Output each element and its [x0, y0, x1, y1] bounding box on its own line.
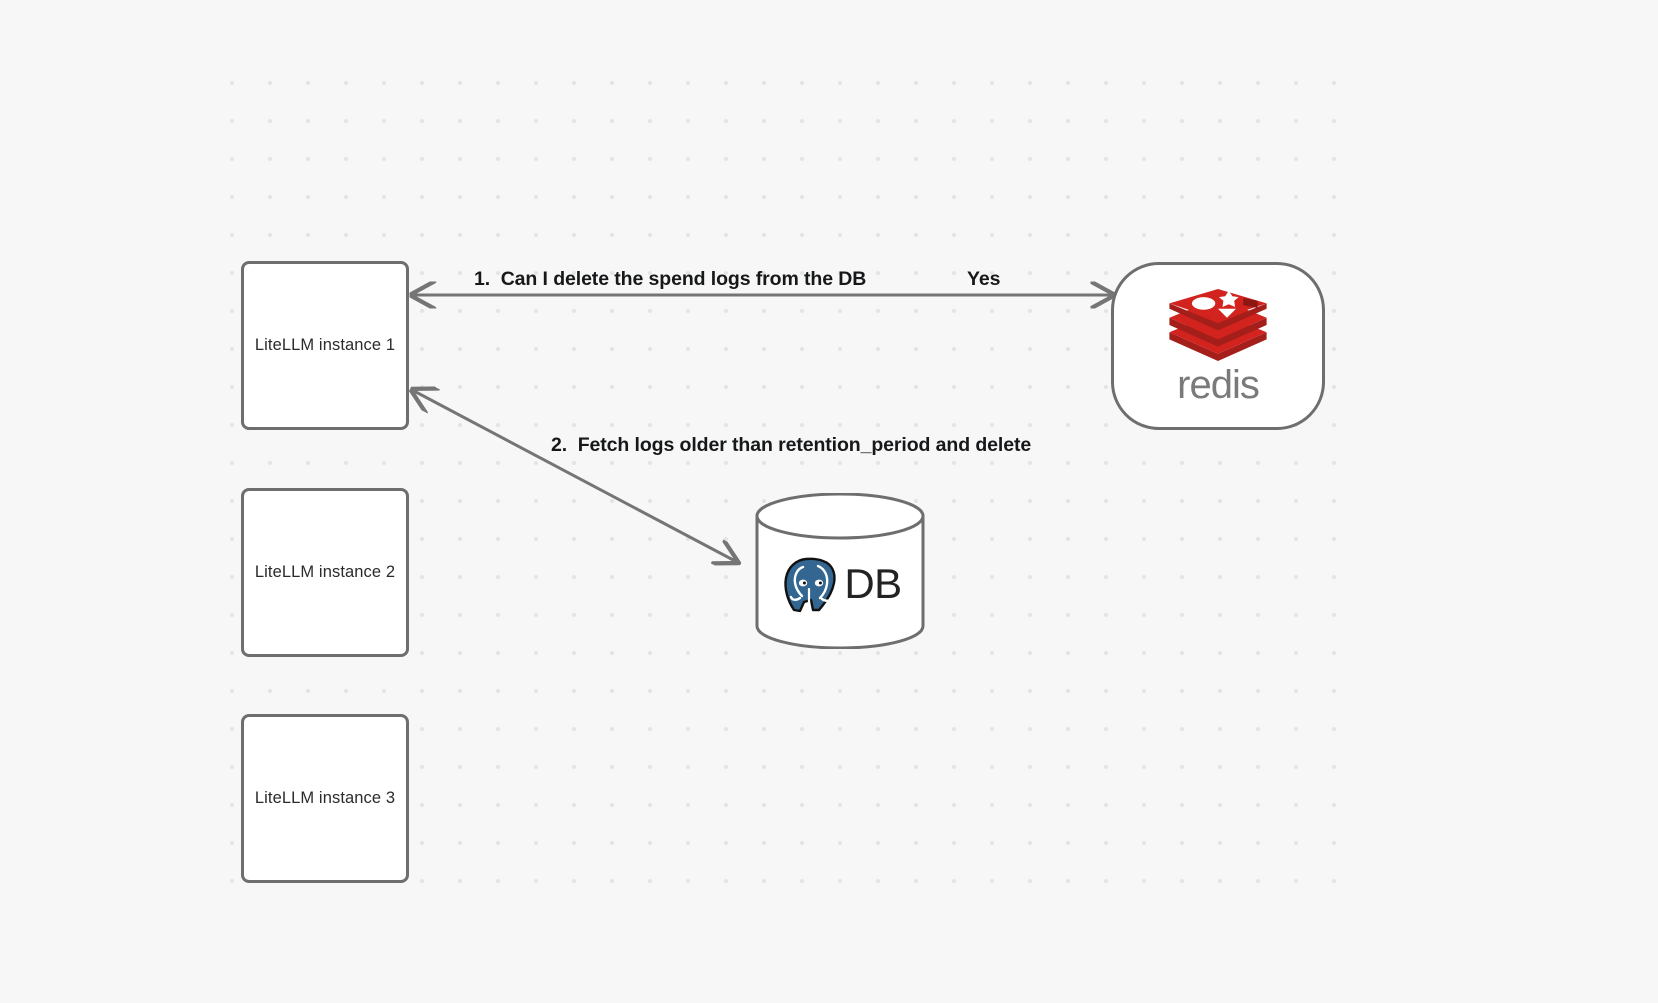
- edge-label-1: 1. Can I delete the spend logs from the …: [474, 268, 867, 290]
- node-litellm-instance-1[interactable]: LiteLLM instance 1: [241, 261, 409, 430]
- edge-instance1-database: [414, 391, 737, 562]
- node-label: LiteLLM instance 1: [254, 335, 396, 354]
- node-redis[interactable]: redis: [1111, 262, 1325, 430]
- edge-label-2: 2. Fetch logs older than retention_perio…: [551, 434, 1032, 456]
- redis-wordmark: redis: [1177, 363, 1260, 407]
- edge-label-yes: Yes: [967, 268, 1001, 290]
- cylinder-shape: [755, 493, 925, 649]
- redis-logo: redis: [1162, 289, 1274, 407]
- node-database[interactable]: DB: [754, 493, 926, 649]
- node-label: LiteLLM instance 2: [254, 562, 396, 581]
- node-litellm-instance-3[interactable]: LiteLLM instance 3: [241, 714, 409, 883]
- redis-stack-icon: [1169, 289, 1267, 361]
- node-litellm-instance-2[interactable]: LiteLLM instance 2: [241, 488, 409, 657]
- database-label: DB: [844, 560, 902, 607]
- database-content: DB: [754, 493, 926, 649]
- postgresql-elephant-icon: [783, 556, 838, 614]
- node-label: LiteLLM instance 3: [254, 788, 396, 807]
